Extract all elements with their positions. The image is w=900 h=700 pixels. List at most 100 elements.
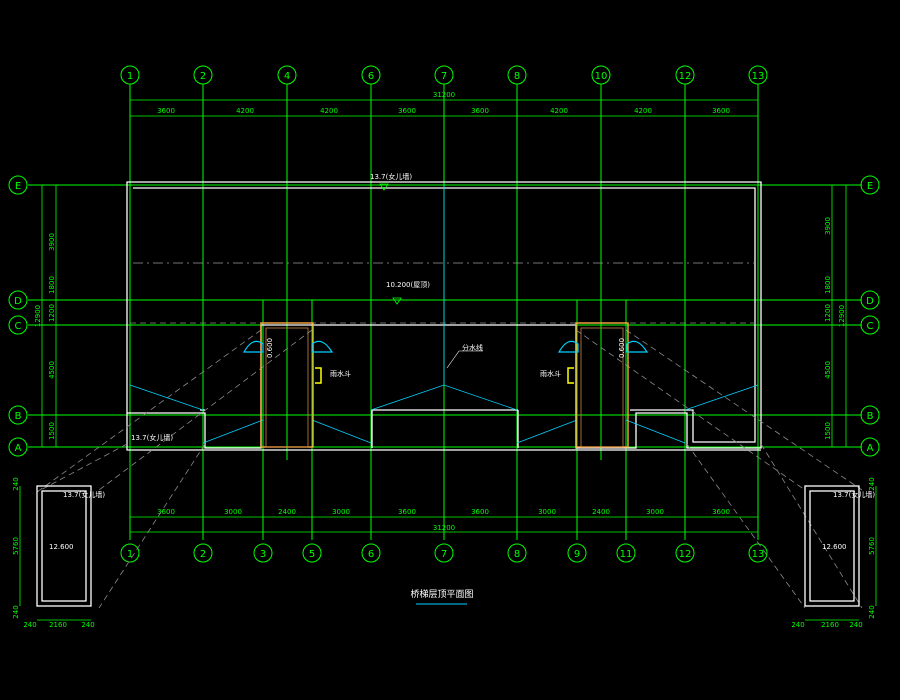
drain-marks	[315, 367, 574, 384]
top-axis-bubbles: 1 2 4 6 7 8 10 12 13	[120, 65, 768, 85]
drain-label-right: 雨水斗	[540, 369, 561, 378]
left-dim-2: 1800	[48, 276, 56, 294]
bottom-dim-9: 3000	[646, 508, 664, 516]
axis-bubble-bottom-1: 1	[120, 543, 140, 563]
axis-bubble-top-12: 12	[675, 65, 695, 85]
bottom-total-dim: 31200	[433, 524, 455, 532]
svg-text:7: 7	[441, 549, 447, 560]
left-dim-3: 1200	[48, 304, 56, 322]
row-bubble-left-C: C	[8, 315, 28, 335]
svg-text:4: 4	[284, 71, 290, 82]
top-level-label: 13.7(女儿墙)	[370, 172, 412, 181]
svg-text:A: A	[15, 443, 22, 454]
svg-text:A: A	[867, 443, 874, 454]
bottom-dimension-chain: 3600 3000 2400 3000 3600 3600 3000 2400 …	[130, 508, 758, 533]
right-dim-5: 1500	[824, 422, 832, 440]
drain-label-left: 雨水斗	[330, 369, 351, 378]
row-bubble-right-B: B	[860, 405, 880, 425]
small-left-elev: 12.600	[49, 543, 74, 551]
bottom-dim-4: 3000	[332, 508, 350, 516]
bottom-dim-5: 3600	[398, 508, 416, 516]
small-right-h-dim-1: 240	[791, 621, 804, 629]
small-right-h-dim-2: 2160	[821, 621, 839, 629]
roof-level-label: 10.200(屋顶)	[386, 281, 430, 289]
stair-tower-right: 0.600	[557, 322, 649, 448]
svg-text:E: E	[15, 181, 21, 192]
svg-text:3: 3	[260, 549, 266, 560]
stair-label-right: 0.600	[618, 338, 626, 358]
small-right-level: 13.7(女儿墙)	[833, 490, 875, 499]
bottom-axis-bubbles: 1 2 3 5 6 7 8 9 11 12 13	[120, 543, 768, 563]
plan-labels: 13.7(女儿墙) 10.200(屋顶) 分水线 雨水斗 雨水斗 13.7(女儿…	[131, 172, 561, 442]
right-dim-2: 1800	[824, 276, 832, 294]
svg-text:C: C	[15, 321, 22, 332]
drawing-title: 桥梯层顶平面图	[410, 588, 474, 605]
row-bubble-right-C: C	[860, 315, 880, 335]
axis-bubble-top-13: 13	[748, 65, 768, 85]
bottom-dim-10: 3600	[712, 508, 730, 516]
axis-bubble-top-4: 4	[277, 65, 297, 85]
axis-bubble-top-10: 10	[591, 65, 611, 85]
left-dimension-chain: 3900 1800 1200 4500 1500 12900	[34, 185, 57, 447]
axis-bubble-bottom-3: 3	[253, 543, 273, 563]
svg-text:5: 5	[309, 549, 315, 560]
small-left-h-dim-2: 2160	[49, 621, 67, 629]
svg-text:D: D	[14, 296, 22, 307]
axis-bubble-top-2: 2	[193, 65, 213, 85]
svg-text:B: B	[867, 411, 874, 422]
svg-text:13: 13	[752, 549, 765, 560]
top-dim-6: 4200	[550, 107, 568, 115]
roof-outline	[126, 181, 762, 451]
bottom-dim-2: 3000	[224, 508, 242, 516]
small-right-elev: 12.600	[822, 543, 847, 551]
small-left-v-dim-3: 240	[12, 605, 20, 618]
svg-text:1: 1	[127, 549, 133, 560]
ridge-label: 分水线	[462, 343, 483, 352]
left-total-dim: 12900	[34, 305, 42, 327]
axis-bubble-bottom-2: 2	[193, 543, 213, 563]
svg-text:D: D	[866, 296, 874, 307]
svg-text:8: 8	[514, 71, 520, 82]
axis-bubble-top-8: 8	[507, 65, 527, 85]
right-dim-4: 4500	[824, 361, 832, 379]
right-total-dim: 12900	[838, 305, 846, 327]
axis-bubble-bottom-7: 7	[434, 543, 454, 563]
axis-bubble-bottom-13: 13	[748, 543, 768, 563]
svg-text:2: 2	[200, 549, 206, 560]
small-left-h-dim-1: 240	[23, 621, 36, 629]
axis-bubble-bottom-9: 9	[567, 543, 587, 563]
svg-text:12: 12	[679, 549, 692, 560]
axis-bubble-top-7: 7	[434, 65, 454, 85]
row-bubble-right-A: A	[860, 437, 880, 457]
bottom-dim-1: 3600	[157, 508, 175, 516]
right-dim-3: 1200	[824, 304, 832, 322]
axis-bubble-bottom-6: 6	[361, 543, 381, 563]
axis-bubble-top-6: 6	[361, 65, 381, 85]
top-total-dim: 31200	[433, 91, 455, 99]
small-detail-left: 13.7(女儿墙) 12.600 240 5760 240 240 2160 2…	[12, 477, 105, 629]
right-row-bubbles: E D C B A	[860, 175, 880, 457]
drain-right-icon	[567, 367, 574, 384]
row-bubble-right-D: D	[860, 290, 880, 310]
stair-label-left: 0.600	[266, 338, 274, 358]
svg-text:E: E	[867, 181, 873, 192]
roof-slope-lines	[129, 185, 759, 444]
svg-text:12: 12	[679, 71, 692, 82]
bottom-level-label: 13.7(女儿墙)	[131, 433, 173, 442]
row-bubble-left-D: D	[8, 290, 28, 310]
left-row-bubbles: E D C B A	[8, 175, 28, 457]
axis-bubble-bottom-12: 12	[675, 543, 695, 563]
small-right-v-dim-1: 240	[868, 477, 876, 490]
small-left-h-dim-3: 240	[81, 621, 94, 629]
top-dim-1: 3600	[157, 107, 175, 115]
svg-text:11: 11	[620, 549, 633, 560]
stair-tower-left: 0.600	[242, 322, 334, 448]
bottom-dim-6: 3600	[471, 508, 489, 516]
top-dim-4: 3600	[398, 107, 416, 115]
row-bubble-left-A: A	[8, 437, 28, 457]
svg-text:6: 6	[368, 71, 374, 82]
bottom-dim-7: 3000	[538, 508, 556, 516]
axis-bubble-bottom-8: 8	[507, 543, 527, 563]
axis-bubble-bottom-5: 5	[302, 543, 322, 563]
